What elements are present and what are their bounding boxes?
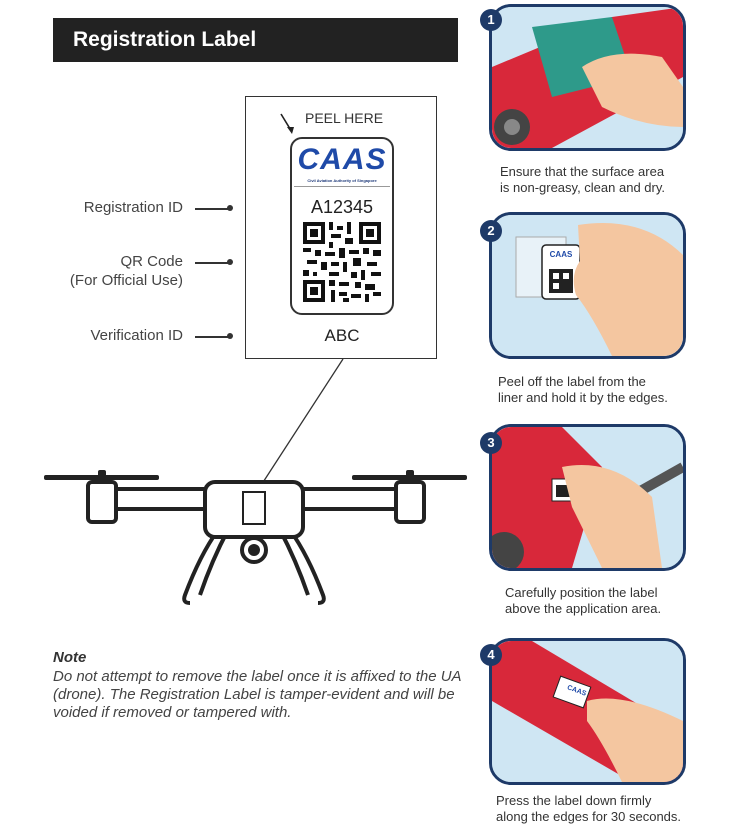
registration-id-dot [227, 205, 233, 211]
step-2-caption-line1: Peel off the label from the [498, 374, 646, 389]
caas-logo: CAAS [296, 143, 388, 177]
peel-arrow-icon [280, 113, 294, 134]
step-2-badge: 2 [480, 220, 502, 242]
step-2-caption: Peel off the label from the liner and ho… [498, 374, 668, 406]
registration-id-leader [195, 208, 229, 210]
qr-code-label-line2: (For Official Use) [69, 272, 183, 289]
step-3-badge: 3 [480, 432, 502, 454]
logo-divider [294, 186, 390, 187]
caas-logo-text: CAAS [297, 143, 387, 176]
qr-code-dot [227, 259, 233, 265]
svg-text:CAAS: CAAS [550, 250, 573, 259]
step-4-badge: 4 [480, 644, 502, 666]
registration-id-value: A12345 [310, 197, 374, 217]
step-1-caption-line1: Ensure that the surface area [500, 164, 665, 179]
verification-id-dot [227, 333, 233, 339]
qr-code-label: QR Code (For Official Use) [55, 252, 183, 290]
verification-id-label: Verification ID [90, 327, 183, 344]
verification-id-leader [195, 336, 229, 338]
label-placement-box [242, 491, 266, 525]
step-3-caption-line1: Carefully position the label [505, 585, 658, 600]
qr-code-label-line1: QR Code [120, 253, 183, 270]
step-1-caption: Ensure that the surface area is non-grea… [500, 164, 665, 196]
verification-id-value: ABC [324, 326, 360, 345]
press-label-illustration: CAAS [492, 641, 683, 782]
step-3-caption-line2: above the application area. [505, 601, 662, 616]
registration-id-label: Registration ID [83, 199, 183, 216]
note-title: Note [53, 649, 87, 666]
drone-motor-left [86, 480, 118, 524]
page-title: Registration Label [53, 18, 458, 62]
step-4-caption-line1: Press the label down firmly [496, 793, 652, 808]
step-1-panel [489, 4, 686, 151]
peel-label-illustration: CAAS [492, 215, 683, 356]
step-2-panel: CAAS [489, 212, 686, 359]
caas-logo-subtitle: Civil Aviation Authority of Singapore [307, 178, 377, 183]
step-4-panel: CAAS [489, 638, 686, 785]
cleaning-surface-illustration [492, 7, 683, 148]
step-1-badge: 1 [480, 9, 502, 31]
qr-code-icon [303, 222, 381, 302]
step-4-caption: Press the label down firmly along the ed… [496, 793, 681, 825]
propellers [44, 470, 467, 484]
drone-motor-right [394, 480, 426, 524]
peel-here-text: PEEL HERE [305, 110, 384, 126]
step-4-caption-line2: along the edges for 30 seconds. [496, 809, 682, 824]
qr-code-leader [195, 262, 229, 264]
note-body: Do not attempt to remove the label once … [53, 668, 461, 721]
callout-line [257, 358, 344, 491]
step-3-caption: Carefully position the label above the a… [505, 585, 661, 617]
position-label-illustration [492, 427, 683, 568]
step-2-caption-line2: liner and hold it by the edges. [498, 390, 668, 405]
step-1-caption-line2: is non-greasy, clean and dry. [500, 180, 665, 195]
step-3-panel [489, 424, 686, 571]
drone-illustration [44, 358, 467, 605]
